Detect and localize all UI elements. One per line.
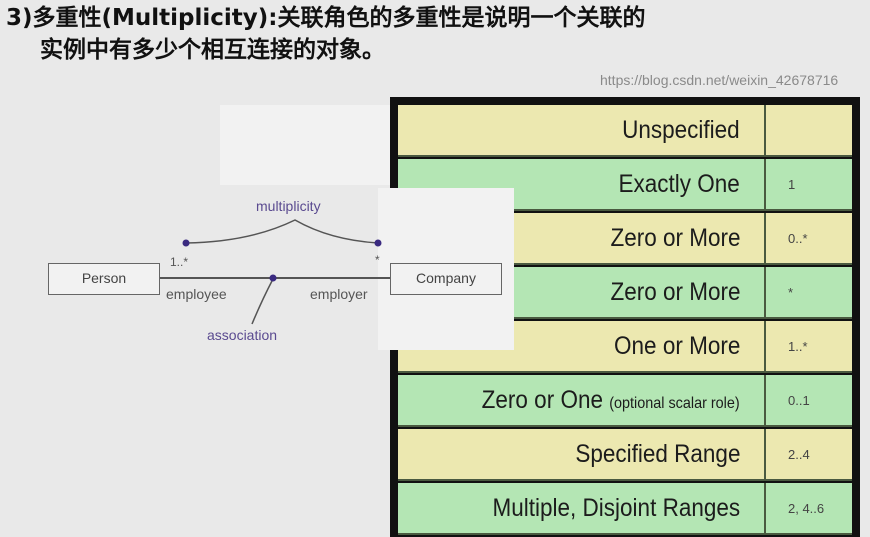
label-text: One or More (613, 332, 740, 360)
dot (182, 239, 190, 247)
diagram-lines (160, 219, 390, 325)
multiplicity-label: Multiple, Disjoint Ranges (492, 483, 740, 533)
label-text: Zero or More (609, 278, 740, 306)
class-person: Person (48, 263, 160, 295)
multiplicity-left: 1..* (170, 255, 189, 269)
multiplicity-value: 1 (764, 159, 852, 209)
table-row: Multiple, Disjoint Ranges 2, 4..6 (398, 483, 852, 535)
multiplicity-label: Zero or One (optional scalar role) (482, 375, 740, 425)
multiplicity-value: 0..1 (764, 375, 852, 425)
table-row: Specified Range 2..4 (398, 429, 852, 481)
label-text: Multiple, Disjoint Ranges (492, 494, 740, 522)
multiplicity-value: 2, 4..6 (764, 483, 852, 533)
label-text: Zero or One (481, 386, 604, 414)
multiplicity-label: Unspecified (622, 105, 740, 155)
label-text: Specified Range (574, 440, 740, 468)
dot (269, 274, 277, 282)
class-company: Company (390, 263, 502, 295)
multiplicity-value: 1..* (764, 321, 852, 371)
multiplicity-label: Specified Range (575, 429, 740, 479)
multiplicity-label: Zero or More (610, 213, 740, 263)
table-row: Zero or One (optional scalar role) 0..1 (398, 375, 852, 427)
title-line-2: 实例中有多少个相互连接的对象。 (40, 37, 385, 63)
multiplicity-right: * (375, 253, 380, 267)
label-text: Zero or More (609, 224, 740, 252)
multiplicity-value: 2..4 (764, 429, 852, 479)
multiplicity-label: Exactly One (619, 159, 740, 209)
multiplicity-value (764, 105, 852, 155)
label-text: Unspecified (622, 116, 740, 144)
multiplicity-label: One or More (614, 321, 740, 371)
label-text: Exactly One (618, 170, 740, 198)
watermark: https://blog.csdn.net/weixin_42678716 (600, 72, 839, 88)
role-employer: employer (310, 286, 368, 302)
multiplicity-label: Zero or More (610, 267, 740, 317)
multiplicity-value: * (764, 267, 852, 317)
dot (374, 239, 382, 247)
label-note: (optional scalar role) (609, 395, 740, 412)
label-multiplicity: multiplicity (256, 198, 321, 214)
multiplicity-pointer (185, 219, 379, 244)
multiplicity-value: 0..* (764, 213, 852, 263)
background-patch (220, 105, 390, 185)
title-line-1: 3)多重性(Multiplicity):关联角色的多重性是说明一个关联的 (6, 5, 646, 31)
role-employee: employee (166, 286, 227, 302)
table-row: Exactly One 1 (398, 159, 852, 211)
association-pointer (251, 278, 274, 325)
label-association: association (207, 327, 278, 343)
table-row: Unspecified (398, 105, 852, 157)
slide-title: 3)多重性(Multiplicity):关联角色的多重性是说明一个关联的 实例中… (6, 2, 646, 66)
